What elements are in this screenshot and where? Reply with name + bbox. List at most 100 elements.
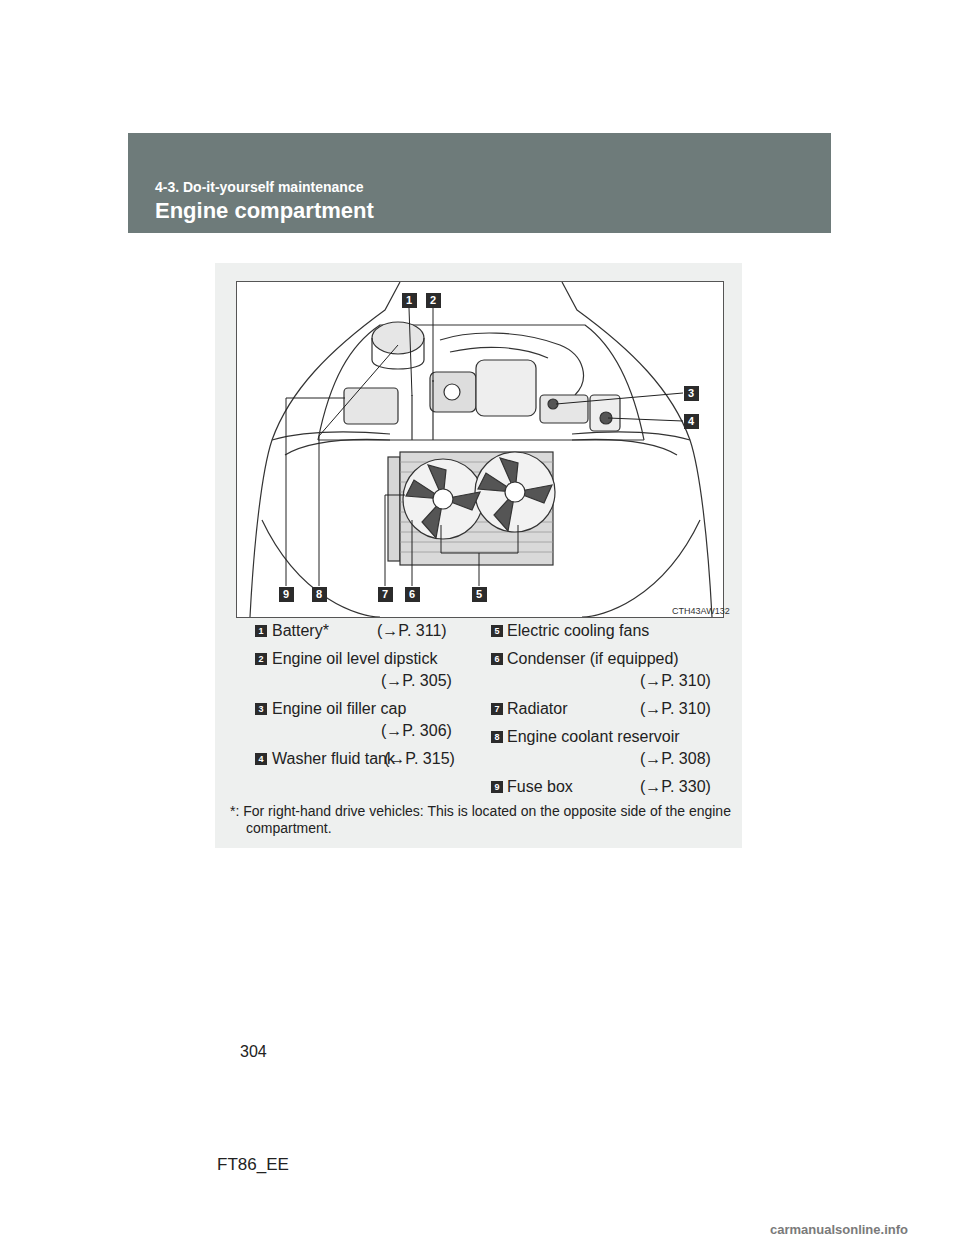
callout-digit: 5 <box>476 589 482 600</box>
callout-number: 7 <box>491 703 503 715</box>
footnote: *: For right-hand drive vehicles: This i… <box>230 803 746 837</box>
part-name: Engine oil level dipstick <box>272 649 437 668</box>
part-name: Condenser (if equipped) <box>507 649 679 668</box>
part-name: Washer fluid tank <box>272 749 395 768</box>
callout-digit: 8 <box>316 589 322 600</box>
label-text: CTH43AW132 <box>672 606 730 616</box>
engine-part <box>430 372 476 412</box>
oil-cap <box>444 384 460 400</box>
callout-digit: 5 <box>494 627 499 636</box>
watermark: carmanualsonline.info <box>770 1222 908 1238</box>
callout-number: 6 <box>405 587 420 602</box>
engine-part <box>540 395 588 423</box>
left-headlight <box>272 432 390 440</box>
bay-edge <box>318 439 644 440</box>
label-text: Engine coolant reservoir <box>507 728 680 745</box>
callout-digit: 7 <box>494 705 499 714</box>
callout-digit: 4 <box>688 416 694 427</box>
part-name: Radiator <box>507 699 567 718</box>
label-text: Electric cooling fans <box>507 622 649 639</box>
fan-blades <box>478 458 552 531</box>
leader-line <box>286 398 345 586</box>
part-name: Battery* <box>272 621 329 640</box>
hose <box>450 347 548 358</box>
label-text: Engine oil filler cap <box>272 700 406 717</box>
callout-number: 4 <box>255 753 267 765</box>
part-name: Electric cooling fans <box>507 621 649 640</box>
callout-digit: 4 <box>258 755 263 764</box>
page-heading: Engine compartment <box>155 198 374 224</box>
radiator-tank <box>388 457 400 561</box>
part-name: Engine oil filler cap <box>272 699 406 718</box>
callout-digit: 6 <box>494 655 499 664</box>
page-ref: (→P. 310) <box>640 671 711 690</box>
label-text: (→P. 310) <box>640 700 711 717</box>
leader-line <box>556 393 683 404</box>
reservoir-shape <box>372 322 424 354</box>
leader-line <box>433 308 434 382</box>
callout-number: 1 <box>402 293 417 308</box>
leader-line <box>412 520 413 586</box>
callout-digit: 2 <box>258 655 263 664</box>
heading-text: Engine compartment <box>155 198 374 223</box>
label-text: carmanualsonline.info <box>770 1222 908 1237</box>
callout-number: 2 <box>255 653 267 665</box>
fan-hub <box>505 482 525 502</box>
label-text: *: For right-hand drive vehicles: This i… <box>230 803 731 836</box>
fan-shape <box>403 459 483 539</box>
callout-digit: 1 <box>258 627 263 636</box>
label-text: 4-3. Do-it-yourself maintenance <box>155 179 364 195</box>
callout-number: 4 <box>684 414 699 429</box>
label-text: (→P. 306) <box>381 722 452 739</box>
callout-number: 8 <box>491 731 503 743</box>
label-text: (→P. 330) <box>640 778 711 795</box>
callout-number: 9 <box>491 781 503 793</box>
callout-number: 6 <box>491 653 503 665</box>
label-text: Washer fluid tank <box>272 750 395 767</box>
reservoir-shape <box>372 338 424 369</box>
hose <box>440 333 583 395</box>
leader-line <box>409 308 412 396</box>
page-ref: (→P. 305) <box>381 671 452 690</box>
part-name: Engine coolant reservoir <box>507 727 680 746</box>
part-name: Fuse box <box>507 777 573 796</box>
leader-line <box>319 345 398 586</box>
label-text: Battery* <box>272 622 329 639</box>
callout-number: 3 <box>255 703 267 715</box>
right-fender <box>562 282 712 617</box>
right-headlight <box>572 439 677 455</box>
callout-number: 8 <box>312 587 327 602</box>
leader-lines <box>286 308 683 586</box>
label-text: 304 <box>240 1043 267 1060</box>
fan-blades <box>406 465 480 538</box>
callout-digit: 9 <box>494 783 499 792</box>
intake-shape <box>476 360 536 416</box>
callout-number: 3 <box>684 386 699 401</box>
leader-line <box>385 495 405 586</box>
page-ref: (→P. 310) <box>640 699 711 718</box>
callout-digit: 2 <box>430 295 436 306</box>
label-text: (→P. 305) <box>381 672 452 689</box>
dipstick-shape <box>412 380 433 440</box>
document-code: FT86_EE <box>217 1155 289 1175</box>
callout-digit: 3 <box>258 705 263 714</box>
leader-line <box>608 418 683 421</box>
figure-code: CTH43AW132 <box>672 606 730 617</box>
callout-digit: 7 <box>382 589 388 600</box>
callout-number: 5 <box>472 587 487 602</box>
page-ref: (→P. 311) <box>377 621 447 640</box>
bumper-line <box>262 520 380 617</box>
fan-shape <box>475 452 555 532</box>
callout-digit: 1 <box>406 295 412 306</box>
header-bar <box>128 133 831 233</box>
label-text: Condenser (if equipped) <box>507 650 679 667</box>
fan-hub <box>433 489 453 509</box>
callout-digit: 8 <box>494 733 499 742</box>
callout-number: 9 <box>279 587 294 602</box>
label-text: Radiator <box>507 700 567 717</box>
right-headlight <box>572 432 690 440</box>
label-text: (→P. 315) <box>384 750 455 767</box>
content-panel <box>215 263 742 848</box>
engine-illustration <box>250 282 712 617</box>
fuse-box-shape <box>344 388 398 424</box>
